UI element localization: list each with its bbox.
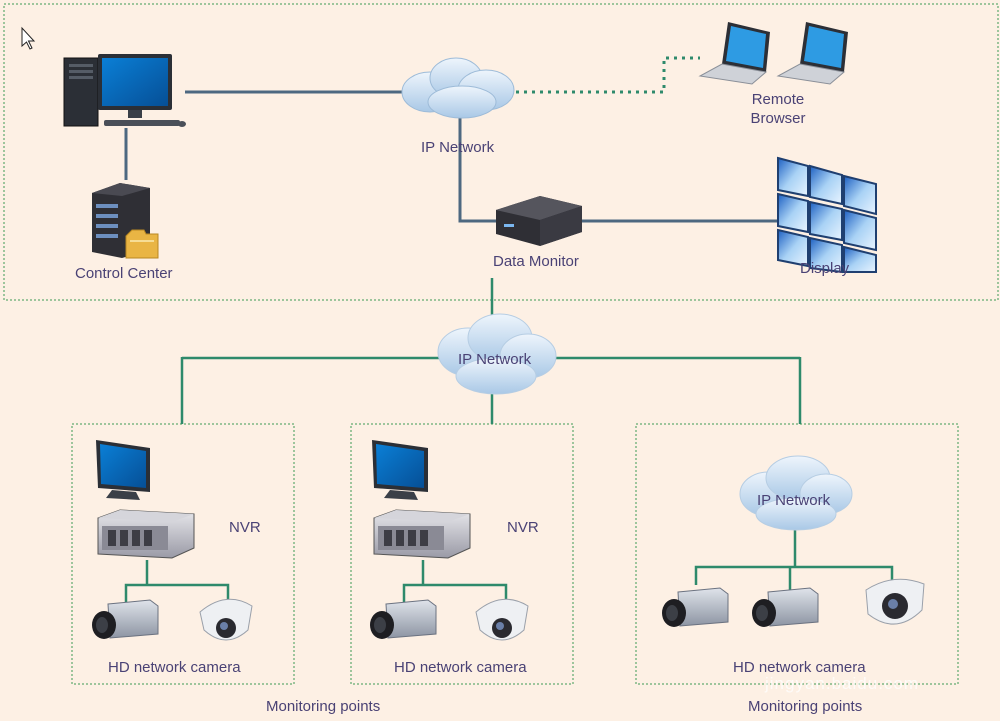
p3-box-camera-icon-1: [662, 587, 729, 627]
p2-nvr-icon: [373, 509, 471, 559]
p3-camera-label: HD network camera: [733, 659, 866, 676]
control-center-label: Control Center: [75, 265, 173, 282]
p2-monitor-icon: [372, 440, 428, 500]
point-1-border: [71, 423, 295, 685]
p1-nvr-icon: [97, 509, 195, 559]
remote-browser-label: Remote Browser: [750, 91, 806, 127]
bottom-connections: [124, 278, 894, 604]
region-borders: [3, 3, 999, 685]
display-label: Display: [800, 260, 850, 277]
point-2-border: [350, 423, 574, 685]
p2-camera-label: HD network camera: [394, 659, 527, 676]
ip-network-middle-label: IP Network: [458, 351, 532, 368]
cursor-icon: [21, 26, 36, 50]
p1-monitor-icon: [96, 440, 150, 500]
cloud-icon-point-3: [739, 455, 853, 531]
data-monitor-icon: [496, 196, 582, 246]
top-connections: [124, 90, 780, 223]
server-icon: [92, 183, 159, 259]
watermark: jingyan.baidu.com: [765, 674, 920, 693]
p1-box-camera-icon: [92, 599, 159, 639]
p1-nvr-label: NVR: [229, 519, 261, 536]
p3-camera-branch: [694, 565, 894, 585]
p1-dome-camera-icon: [199, 598, 253, 641]
ip-network-top-label: IP Network: [421, 139, 495, 156]
p3-dome-camera-icon: [865, 578, 925, 625]
p2-dome-camera-icon: [475, 598, 529, 641]
remote-dotted-line: [516, 56, 700, 94]
point-3-border: [635, 423, 959, 685]
data-monitor-label: Data Monitor: [493, 253, 579, 270]
desktop-pc-icon: [63, 54, 186, 127]
p3-box-camera-icon-2: [752, 587, 819, 627]
cloud-icon-top: [401, 57, 515, 119]
laptop-icon-2: [776, 22, 848, 85]
video-wall-icon: [777, 156, 877, 274]
laptop-icon-1: [698, 22, 770, 85]
p1-camera-label: HD network camera: [108, 659, 241, 676]
top-region-border: [3, 3, 999, 301]
p3-ip-network-label: IP Network: [757, 492, 831, 509]
monitoring-points-left-label: Monitoring points: [266, 698, 381, 715]
p1-camera-branch: [124, 583, 230, 604]
cloud-icon-middle: [437, 313, 557, 395]
monitoring-points-right-label: Monitoring points: [748, 698, 863, 715]
p2-camera-branch: [402, 583, 508, 604]
network-to-monitor-line: [458, 118, 498, 223]
p2-box-camera-icon: [370, 599, 437, 639]
p2-nvr-label: NVR: [507, 519, 539, 536]
